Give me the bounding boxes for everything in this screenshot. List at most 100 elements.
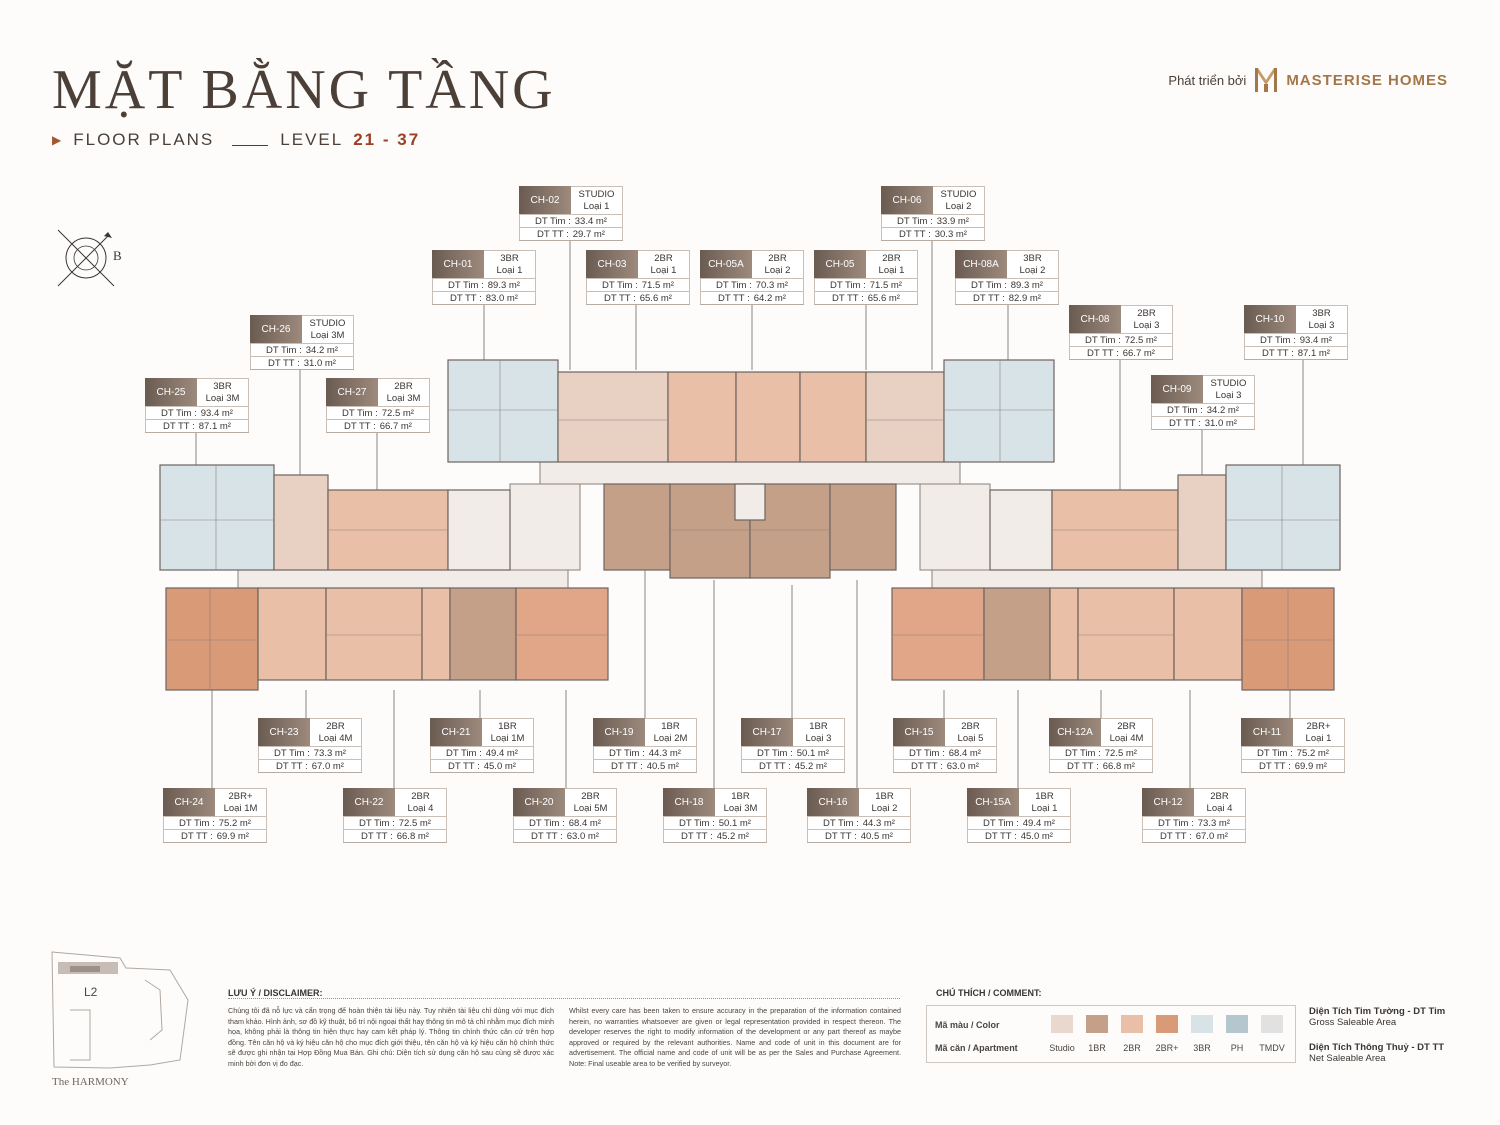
net-area-label: DT TT : [759,761,791,772]
gross-area-value: 49.4 m² [1022,818,1055,829]
area-def-net-vn: Diện Tích Thông Thuỷ - DT TT [1309,1042,1445,1053]
unit-code: CH-25 [145,378,197,406]
unit-layout-type: Loại 3 [1215,389,1242,401]
net-area-label: DT TT : [361,831,393,842]
unit-gross-area: DT Tim :49.4 m² [430,746,534,759]
unit-code: CH-16 [807,788,859,816]
net-area-value: 87.1 m² [1297,348,1330,359]
gross-area-label: DT Tim : [535,216,571,227]
legend-swatch [1191,1015,1213,1033]
project-name: The HARMONY [52,1076,129,1088]
unit-bedroom-type: STUDIO [940,188,977,200]
unit-net-area: DT TT :29.7 m² [519,227,623,240]
compass-icon: B [57,229,122,287]
net-area-label: DT TT : [268,358,300,369]
gross-area-value: 75.2 m² [218,818,251,829]
gross-area-label: DT Tim : [1257,748,1293,759]
unit-net-area: DT TT :64.2 m² [700,291,804,304]
net-area-value: 83.0 m² [485,293,518,304]
unit-net-area: DT TT :66.7 m² [1069,346,1173,359]
unit-layout-type: Loại 1 [583,200,610,212]
net-area-label: DT TT : [1262,348,1294,359]
unit-layout-type: Loại 4M [1109,732,1144,744]
gross-area-value: 44.3 m² [862,818,895,829]
unit-layout-type: Loại 2M [653,732,688,744]
unit-bedroom-type: 3BR [213,380,232,392]
unit-net-area: DT TT :69.9 m² [163,829,267,842]
gross-area-label: DT Tim : [823,818,859,829]
gross-area-value: 34.2 m² [1206,405,1239,416]
net-area-value: 87.1 m² [198,421,231,432]
unit-bedroom-type: STUDIO [309,317,346,329]
legend-swatch [1121,1015,1143,1033]
site-inset-map: L2 [51,951,189,1069]
gross-area-label: DT Tim : [909,748,945,759]
gross-area-value: 72.5 m² [381,408,414,419]
net-area-value: 66.8 m² [1102,761,1135,772]
legend-swatch [1226,1015,1248,1033]
page-title: MẶT BẰNG TẦNG [52,59,556,121]
unit-net-area: DT TT :66.8 m² [1049,759,1153,772]
unit-bedroom-type: 3BR [500,252,519,264]
net-area-value: 40.5 m² [646,761,679,772]
unit-layout-type: Loại 2 [1019,264,1046,276]
unit-net-area: DT TT :65.6 m² [586,291,690,304]
gross-area-value: 71.5 m² [641,280,674,291]
unit-gross-area: DT Tim :73.3 m² [1142,816,1246,829]
net-area-label: DT TT : [1169,418,1201,429]
unit-code: CH-08A [955,250,1007,278]
unit-layout-type: Loại 4 [1206,802,1233,814]
unit-net-area: DT TT :45.2 m² [741,759,845,772]
unit-gross-area: DT Tim :72.5 m² [326,406,430,419]
legend-name: 2BR [1123,1043,1141,1053]
net-area-value: 66.7 m² [379,421,412,432]
unit-net-area: DT TT :63.0 m² [893,759,997,772]
gross-area-value: 33.9 m² [936,216,969,227]
gross-area-value: 68.4 m² [948,748,981,759]
unit-net-area: DT TT :83.0 m² [432,291,536,304]
unit-code: CH-06 [881,186,933,214]
gross-area-label: DT Tim : [897,216,933,227]
unit-gross-area: DT Tim :50.1 m² [663,816,767,829]
unit-code: CH-24 [163,788,215,816]
gross-area-label: DT Tim : [971,280,1007,291]
gross-area-value: 73.3 m² [1197,818,1230,829]
unit-gross-area: DT Tim :50.1 m² [741,746,845,759]
unit-code: CH-15A [967,788,1019,816]
unit-code: CH-08 [1069,305,1121,333]
unit-code: CH-19 [593,718,645,746]
net-area-value: 63.0 m² [566,831,599,842]
legend-color-label: Mã màu / Color [935,1020,1000,1030]
gross-area-value: 50.1 m² [796,748,829,759]
gross-area-label: DT Tim : [1158,818,1194,829]
unit-code: CH-09 [1151,375,1203,403]
unit-bedroom-type: 2BR [1117,720,1136,732]
unit-code: CH-12A [1049,718,1101,746]
net-area-value: 40.5 m² [860,831,893,842]
unit-gross-area: DT Tim :70.3 m² [700,278,804,291]
unit-gross-area: DT Tim :71.5 m² [814,278,918,291]
net-area-label: DT TT : [832,293,864,304]
gross-area-label: DT Tim : [679,818,715,829]
gross-area-label: DT Tim : [179,818,215,829]
net-area-label: DT TT : [985,831,1017,842]
gross-area-label: DT Tim : [448,280,484,291]
gross-area-label: DT Tim : [266,345,302,356]
unit-layout-type: Loại 1 [878,264,905,276]
unit-code: CH-21 [430,718,482,746]
